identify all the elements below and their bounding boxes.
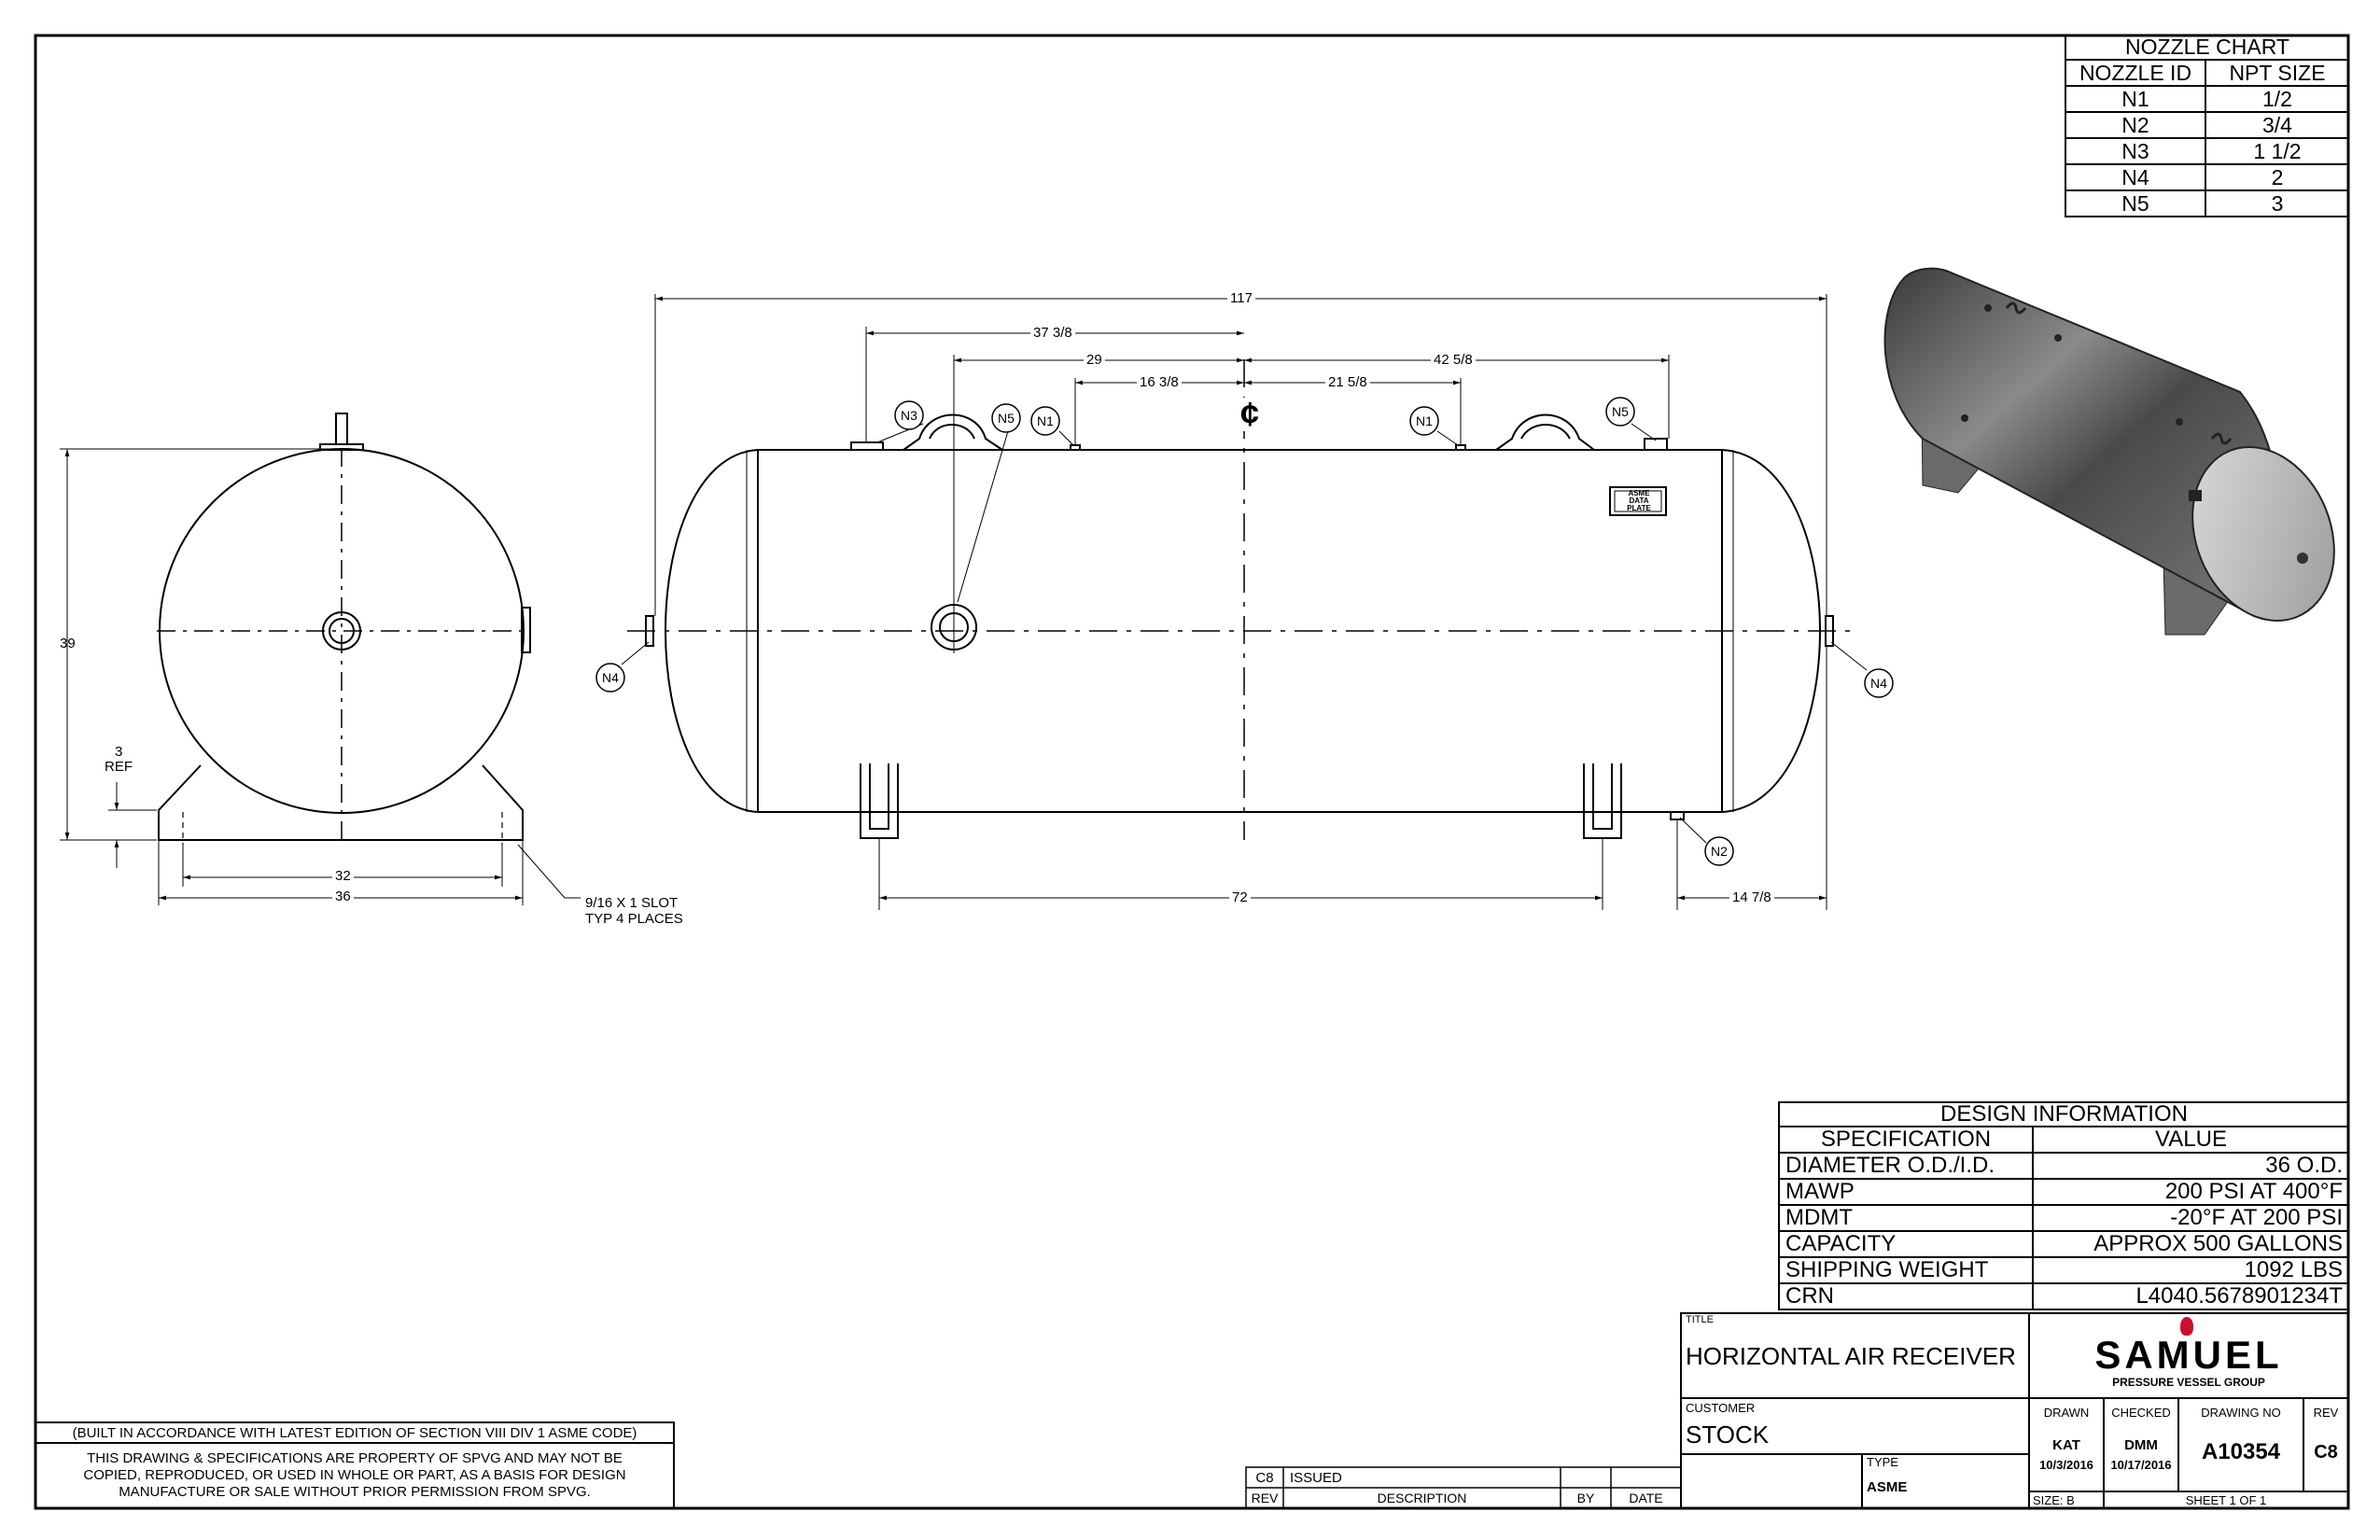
property-note-line3: MANUFACTURE OR SALE WITHOUT PRIOR PERMIS…	[119, 1484, 591, 1500]
spec-value: L4040.5678901234T	[2032, 1282, 2348, 1310]
balloon-n4-right: N4	[1870, 676, 1887, 691]
nozzle-id: N2	[2065, 111, 2206, 139]
dim-n1-left-location: 16 3/8	[1137, 375, 1182, 389]
balloon-n2: N2	[1711, 844, 1728, 859]
type-value: ASME	[1867, 1479, 1908, 1495]
spec-name: CRN	[1778, 1282, 2034, 1310]
checked-by: DMM	[2124, 1437, 2158, 1453]
nozzle-id: N5	[2065, 189, 2206, 217]
spec-value: APPROX 500 GALLONS	[2032, 1230, 2348, 1258]
asme-code-note: (BUILT IN ACCORDANCE WITH LATEST EDITION…	[72, 1425, 637, 1441]
dim-ref-word: REF	[105, 759, 133, 775]
dim-outer-width: 36	[332, 889, 354, 903]
spec-name: CAPACITY	[1778, 1230, 2034, 1258]
dim-inner-width: 32	[332, 869, 354, 883]
property-note-line2: COPIED, REPRODUCED, OR USED IN WHOLE OR …	[83, 1467, 626, 1483]
spec-name: MDMT	[1778, 1204, 2034, 1232]
design-info-title: DESIGN INFORMATION	[1778, 1101, 2348, 1127]
nozzle-chart-header-size: NPT SIZE	[2205, 59, 2348, 87]
notes-box-lines	[35, 1421, 675, 1509]
revision-entry-description: ISSUED	[1290, 1470, 1342, 1486]
checked-label: CHECKED	[2111, 1406, 2171, 1420]
spec-value: 1092 LBS	[2032, 1256, 2348, 1284]
checked-date: 10/17/2016	[2110, 1458, 2172, 1472]
spec-name: DIAMETER O.D./I.D.	[1778, 1152, 2034, 1180]
balloon-n1-right: N1	[1416, 413, 1433, 428]
design-info-header-value: VALUE	[2032, 1126, 2348, 1154]
nozzle-balloons	[595, 397, 1894, 866]
rev-label: REV	[2313, 1406, 2339, 1420]
nozzle-id: N3	[2065, 137, 2206, 165]
isometric-view	[1883, 267, 2335, 636]
spec-name: SHIPPING WEIGHT	[1778, 1256, 2034, 1284]
dim-n2-location: 14 7/8	[1729, 890, 1774, 904]
title-block-lines	[1680, 1312, 2349, 1509]
balloon-n5: N5	[998, 411, 1015, 426]
dim-n5-right-location: 42 5/8	[1431, 353, 1476, 367]
slot-note-line2: TYP 4 PLACES	[585, 911, 683, 927]
spec-value: 36 O.D.	[2032, 1152, 2348, 1180]
data-plate-line3: PLATE	[1627, 504, 1651, 512]
slot-note-line1: 9/16 X 1 SLOT	[585, 895, 679, 911]
balloon-n4-left: N4	[602, 670, 619, 685]
title-label: TITLE	[1686, 1314, 1714, 1325]
dim-saddle-spacing: 72	[1229, 890, 1251, 904]
revision-header-date: DATE	[1629, 1491, 1663, 1505]
revision-header-description: DESCRIPTION	[1377, 1491, 1467, 1505]
dim-ref-number: 3	[115, 744, 123, 760]
border	[34, 34, 2350, 1510]
dim-height: 39	[60, 636, 76, 651]
samuel-logo: SAMUEL PRESSURE VESSEL GROUP	[2031, 1315, 2346, 1397]
nozzle-id: N1	[2065, 85, 2206, 113]
spec-value: -20°F AT 200 PSI	[2032, 1204, 2348, 1232]
nozzle-chart-title: NOZZLE CHART	[2065, 35, 2348, 61]
customer-name: STOCK	[1686, 1421, 1770, 1449]
drawn-date: 10/3/2016	[2039, 1458, 2093, 1472]
side-view	[627, 359, 1853, 840]
nozzle-size: 1 1/2	[2205, 137, 2348, 165]
rev-value: C8	[2314, 1442, 2338, 1463]
nozzle-size: 3	[2205, 189, 2348, 217]
spec-value: 200 PSI AT 400°F	[2032, 1178, 2348, 1206]
dim-n3-location: 37 3/8	[1030, 326, 1075, 340]
nozzle-size: 2	[2205, 163, 2348, 191]
type-label: TYPE	[1867, 1455, 1898, 1469]
revision-header-rev: REV	[1251, 1491, 1279, 1505]
spec-name: MAWP	[1778, 1178, 2034, 1206]
drawing-no-label: DRAWING NO	[2201, 1406, 2281, 1420]
sheet-size: SIZE: B	[2033, 1493, 2075, 1507]
balloon-n5-right: N5	[1612, 404, 1629, 419]
nozzle-size: 3/4	[2205, 111, 2348, 139]
property-note-line1: THIS DRAWING & SPECIFICATIONS ARE PROPER…	[87, 1450, 623, 1466]
design-info-table: DESIGN INFORMATION SPECIFICATION VALUE D…	[1778, 1101, 2348, 1310]
nozzle-chart-header-id: NOZZLE ID	[2065, 59, 2206, 87]
drawing-number: A10354	[2201, 1439, 2281, 1464]
end-view	[60, 413, 581, 905]
revision-entry-rev: C8	[1255, 1470, 1274, 1486]
dim-n1-right-location: 21 5/8	[1325, 375, 1370, 389]
dim-n5-location: 29	[1084, 353, 1105, 367]
data-plate-line2: DATA	[1629, 497, 1649, 505]
balloon-n1: N1	[1037, 413, 1054, 428]
nozzle-id: N4	[2065, 163, 2206, 191]
nozzle-size: 1/2	[2205, 85, 2348, 113]
data-plate-line1: ASME	[1628, 489, 1650, 497]
logo-subtitle: PRESSURE VESSEL GROUP	[2112, 1376, 2265, 1389]
flame-icon	[2180, 1317, 2193, 1336]
customer-label: CUSTOMER	[1686, 1401, 1756, 1415]
drawn-label: DRAWN	[2043, 1406, 2090, 1420]
design-info-header-spec: SPECIFICATION	[1778, 1126, 2034, 1154]
logo-wordmark: SAMUEL	[2094, 1333, 2283, 1377]
balloon-n3: N3	[901, 408, 917, 423]
revision-header-by: BY	[1576, 1491, 1595, 1505]
drawn-by: KAT	[2052, 1437, 2080, 1453]
dim-overall-length: 117	[1227, 291, 1255, 305]
drawing-title: HORIZONTAL AIR RECEIVER	[1686, 1342, 2016, 1370]
sheet-number: SHEET 1 OF 1	[2185, 1493, 2267, 1507]
centerline-symbol: ¢	[1240, 395, 1260, 433]
